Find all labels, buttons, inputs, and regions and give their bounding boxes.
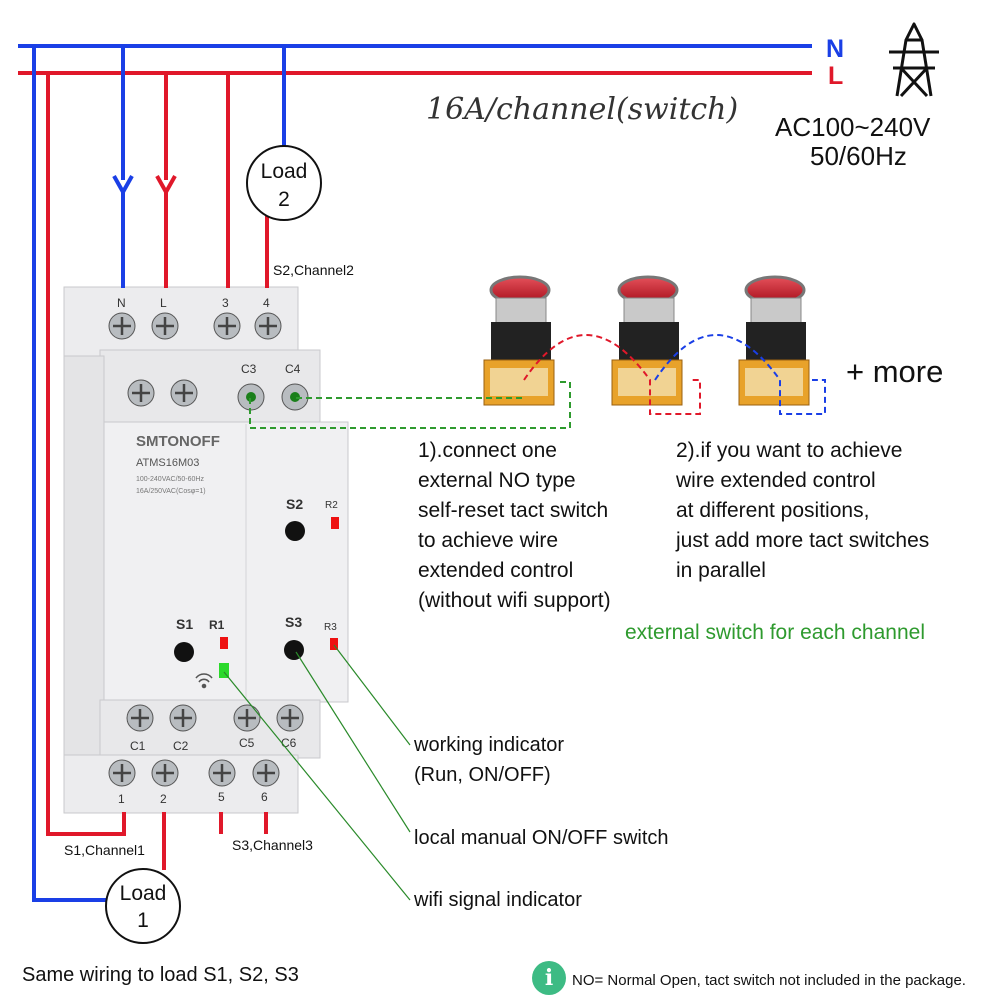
led-r1: [220, 637, 228, 649]
wifi-icon: [195, 673, 213, 689]
relay-device: [63, 286, 349, 814]
terminal-screws: [108, 312, 309, 787]
device-model: ATMS16M03: [136, 457, 199, 469]
led-label-r1: R1: [209, 618, 225, 632]
screw-terminal-2: [151, 759, 179, 787]
terminal-label-c4: C4: [285, 362, 301, 376]
channel-rating: 16A/channel(switch): [426, 92, 739, 127]
button-label-s1: S1: [176, 616, 193, 632]
terminal-label-6: 6: [261, 790, 268, 804]
switch-note-single: 1).connect one external NO type self-res…: [418, 439, 611, 612]
device-left-ridge: [63, 355, 105, 777]
callout-line-wifi: [223, 671, 411, 901]
load2-label-line2: 2: [278, 188, 290, 211]
button-s3[interactable]: [284, 640, 304, 660]
led-r2: [331, 517, 339, 529]
blue-dashed-jumper: [654, 334, 826, 415]
load1-label-line1: Load: [120, 882, 167, 905]
button-label-s2: S2: [286, 496, 303, 512]
wifi-indicator-callout: wifi signal indicator: [414, 889, 582, 911]
terminal-label-3: 3: [222, 296, 229, 310]
neutral-label: N: [826, 35, 844, 63]
load1-circle: [105, 868, 181, 944]
button-s2[interactable]: [285, 521, 305, 541]
terminal-label-4: 4: [263, 296, 270, 310]
tact-switch-2: [611, 275, 683, 406]
load1-label-line2: 1: [137, 909, 149, 932]
led-r3: [330, 638, 338, 650]
screw-terminal-blank-1: [127, 379, 155, 407]
screw-terminal-c5: [233, 704, 261, 732]
screw-terminal-c2: [169, 704, 197, 732]
terminal-label-c3: C3: [241, 362, 257, 376]
working-indicator-callout: working indicator (Run, ON/OFF): [414, 734, 565, 786]
device-rating-line2: 16A/250VAC(Cosφ=1): [136, 488, 206, 495]
screw-terminal-l: [151, 312, 179, 340]
led-wifi: [219, 663, 229, 678]
red-dashed-jumper: [523, 334, 701, 415]
power-pylon-icon: [889, 22, 939, 98]
load2-circle: [246, 145, 322, 221]
terminal-label-n: N: [117, 296, 126, 310]
tact-switch-3: [738, 275, 810, 406]
supply-frequency: 50/60Hz: [810, 141, 907, 171]
manual-switch-callout: local manual ON/OFF switch: [414, 827, 669, 849]
info-icon: i: [532, 961, 566, 995]
package-note: NO= Normal Open, tact switch not include…: [572, 972, 966, 989]
screw-terminal-5: [208, 759, 236, 787]
terminal-label-c1: C1: [130, 739, 146, 753]
terminal-label-c5: C5: [239, 736, 255, 750]
terminal-label-2: 2: [160, 792, 167, 806]
terminal-label-l: L: [160, 296, 167, 310]
terminal-label-1: 1: [118, 792, 125, 806]
channel2-label: S2,Channel2: [273, 262, 354, 278]
tact-switch-1: [483, 275, 555, 406]
screw-terminal-4: [254, 312, 282, 340]
callout-line-manual: [295, 651, 411, 833]
screw-terminal-c1: [126, 704, 154, 732]
screw-terminal-blank-2: [170, 379, 198, 407]
live-label: L: [828, 62, 843, 90]
neutral-to-load1: [32, 46, 108, 902]
more-switches-label: + more: [846, 354, 944, 389]
button-label-s3: S3: [285, 614, 302, 630]
callout-line-working: [333, 644, 411, 746]
external-switch-label: external switch for each channel: [625, 621, 925, 644]
screw-terminal-n: [108, 312, 136, 340]
terminal-label-5: 5: [218, 790, 225, 804]
device-rating-line1: 100-240VAC/50-60Hz: [136, 476, 204, 483]
load2-label-line1: Load: [261, 160, 308, 183]
led-label-r2: R2: [325, 500, 338, 511]
button-s1[interactable]: [174, 642, 194, 662]
device-brand: SMTONOFF: [136, 433, 220, 450]
live-to-terminal-1: [46, 73, 126, 836]
green-dashed-wire-c3: [249, 381, 571, 429]
channel1-label: S1,Channel1: [64, 842, 145, 858]
device-front-panel: [99, 421, 349, 703]
terminal-label-c2: C2: [173, 739, 189, 753]
screw-terminal-c3: [237, 383, 265, 411]
channel3-label: S3,Channel3: [232, 837, 313, 853]
same-wiring-note: Same wiring to load S1, S2, S3: [22, 964, 299, 986]
screw-terminal-6: [252, 759, 280, 787]
supply-voltage: AC100~240V: [775, 112, 931, 142]
screw-terminal-3: [213, 312, 241, 340]
switch-note-parallel: 2).if you want to achieve wire extended …: [676, 439, 930, 582]
terminal-label-c6: C6: [281, 736, 297, 750]
screw-terminal-c6: [276, 704, 304, 732]
screw-terminal-1: [108, 759, 136, 787]
led-label-r3: R3: [324, 622, 337, 633]
screw-terminal-c4: [281, 383, 309, 411]
